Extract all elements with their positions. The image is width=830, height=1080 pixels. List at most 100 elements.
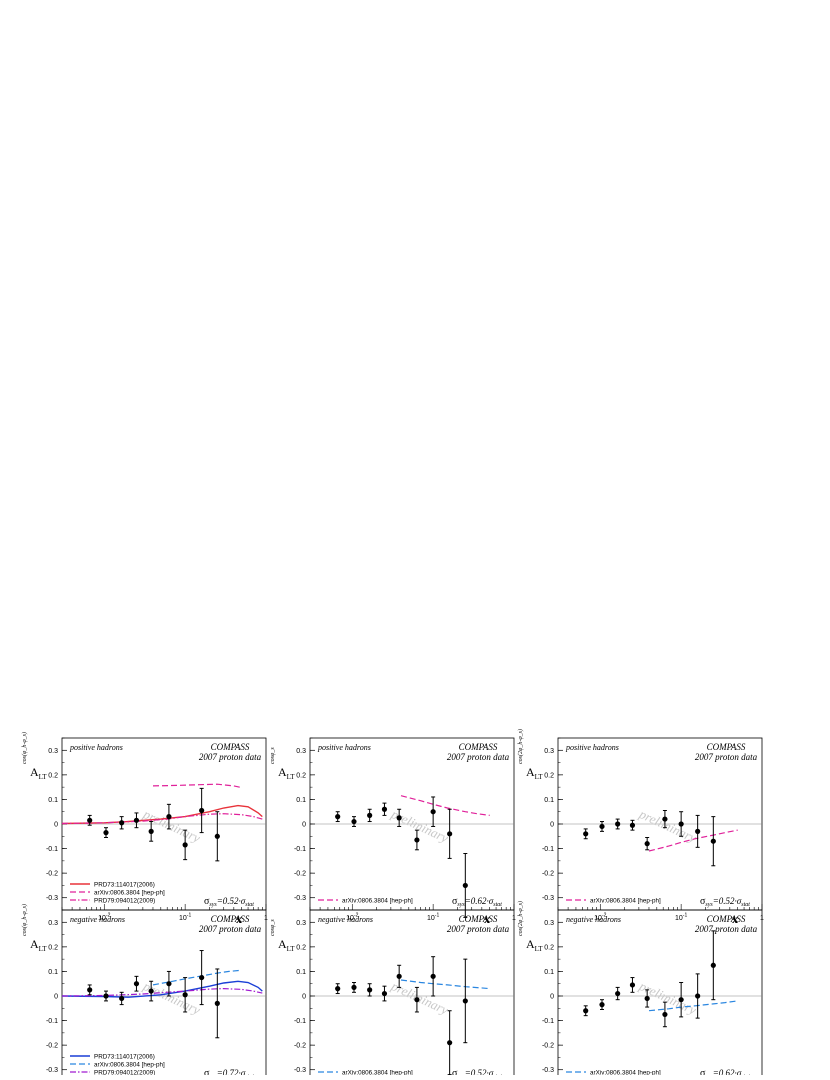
panel-bottom-middle: 0.30.20.10-0.1-0.2-0.310-210-11xALTcosφ_… xyxy=(270,909,515,1080)
data-point xyxy=(678,997,684,1003)
systematic-note-sub: sys xyxy=(705,902,713,908)
systematic-note: σsys=0.52·σstat xyxy=(700,896,750,908)
y-axis-label-sub: LT xyxy=(535,773,544,781)
dataset-label: 2007 proton data xyxy=(199,924,262,934)
systematic-note-ratio: =0.62·σ xyxy=(713,1068,742,1075)
data-point xyxy=(662,1011,668,1018)
y-tick-label: -0.1 xyxy=(542,846,554,853)
y-tick-label: 0.1 xyxy=(296,969,306,976)
x-tick-label: 10-1 xyxy=(179,913,191,923)
data-point xyxy=(87,817,93,823)
y-tick-label: 0.3 xyxy=(296,748,306,755)
y-axis-label-sub: LT xyxy=(287,945,296,953)
systematic-note: σsys=0.72·σstat xyxy=(204,1068,254,1075)
data-point xyxy=(615,821,621,827)
data-point xyxy=(381,990,388,997)
x-tick-label: 10-2 xyxy=(346,913,358,923)
systematic-note-ratio: =0.52·σ xyxy=(713,896,742,906)
y-tick-label: -0.1 xyxy=(294,846,306,853)
y-tick-label: -0.2 xyxy=(294,871,306,878)
data-point xyxy=(103,830,109,836)
data-point xyxy=(447,831,453,837)
systematic-note: σsys=0.62·σstat xyxy=(452,896,502,908)
y-tick-label: 0 xyxy=(550,994,554,1001)
data-point xyxy=(583,1008,589,1014)
data-point xyxy=(351,984,357,991)
x-tick-exponent: -1 xyxy=(187,913,192,919)
y-axis-label-sup: cos(φ_h-φ_s) xyxy=(21,904,28,936)
y-tick-label: -0.2 xyxy=(46,1043,58,1050)
systematic-note-sub: sys xyxy=(457,902,465,908)
x-tick-label: 10-2 xyxy=(98,913,110,923)
x-tick-label: 10-1 xyxy=(427,913,439,923)
legend-label: PRD79:094012(2009) xyxy=(94,898,155,905)
y-axis-label-sup: cos(2φ_h-φ_s) xyxy=(517,901,524,936)
y-tick-label: -0.3 xyxy=(294,1067,306,1074)
y-tick-label: -0.2 xyxy=(294,1043,306,1050)
dataset-label: 2007 proton data xyxy=(199,752,262,762)
systematic-note-ratio: =0.52·σ xyxy=(217,896,246,906)
data-point xyxy=(583,831,589,837)
hadron-label: negative hadrons xyxy=(318,915,373,924)
x-tick-exponent: -2 xyxy=(354,913,359,919)
y-tick-label: -0.1 xyxy=(46,846,58,853)
data-point xyxy=(430,809,436,815)
data-point xyxy=(396,815,402,821)
theory-curve xyxy=(61,987,263,997)
y-axis-label-sub: LT xyxy=(39,945,48,953)
dataset-label: 2007 proton data xyxy=(447,752,510,762)
experiment-label: COMPASS xyxy=(707,742,746,752)
data-point xyxy=(644,995,650,1002)
systematic-note-ratio: =0.72·σ xyxy=(217,1068,246,1075)
theory-curve xyxy=(648,1000,738,1012)
legend-label: PRD73:114017(2006) xyxy=(94,1054,155,1061)
preliminary-watermark: preliminary xyxy=(140,806,203,846)
legend-label: PRD79:094012(2009) xyxy=(94,1070,155,1076)
y-tick-label: 0 xyxy=(550,822,554,829)
experiment-label: COMPASS xyxy=(211,914,250,924)
x-axis-label: x xyxy=(484,912,490,926)
y-axis-label-sub: LT xyxy=(287,773,296,781)
y-tick-label: -0.1 xyxy=(294,1018,306,1025)
x-tick-exponent: -1 xyxy=(435,913,440,919)
y-tick-label: -0.3 xyxy=(294,895,306,902)
y-tick-label: 0.1 xyxy=(296,797,306,804)
systematic-note: σsys=0.52·σstat xyxy=(204,896,254,908)
y-tick-label: 0.1 xyxy=(48,969,58,976)
y-tick-label: -0.2 xyxy=(46,871,58,878)
y-tick-label: 0.1 xyxy=(48,797,58,804)
preliminary-watermark: preliminary xyxy=(388,806,451,846)
y-axis-label-sup: cosφ_s xyxy=(270,919,276,936)
data-point xyxy=(87,987,93,993)
data-point xyxy=(367,987,373,993)
theory-curve xyxy=(152,783,242,789)
y-tick-label: -0.3 xyxy=(542,895,554,902)
y-axis-label: ALT xyxy=(278,765,295,781)
data-point xyxy=(133,817,140,823)
y-axis-label: ALT xyxy=(526,765,543,781)
y-tick-label: -0.3 xyxy=(46,1067,58,1074)
y-axis-label-sub: LT xyxy=(535,945,544,953)
data-point xyxy=(396,973,402,979)
data-point xyxy=(182,842,188,848)
x-tick-label: 10-1 xyxy=(675,913,687,923)
legend-label: arXiv:0806.3804 [hep-ph] xyxy=(94,890,165,897)
data-point xyxy=(710,962,716,968)
y-axis-label-sup: cos(φ_h-φ_s) xyxy=(21,732,28,764)
y-tick-label: 0.3 xyxy=(544,748,554,755)
y-tick-label: 0.2 xyxy=(48,772,58,779)
y-tick-label: 0.2 xyxy=(296,772,306,779)
systematic-note-sub: sys xyxy=(209,902,217,908)
systematic-note-sub: stat xyxy=(245,902,254,908)
data-point xyxy=(695,828,701,834)
y-tick-label: 0.2 xyxy=(544,944,554,951)
y-axis-label: ALT xyxy=(526,937,543,953)
y-tick-label: -0.3 xyxy=(46,895,58,902)
data-point xyxy=(599,1002,605,1008)
x-tick-exponent: -2 xyxy=(602,913,607,919)
